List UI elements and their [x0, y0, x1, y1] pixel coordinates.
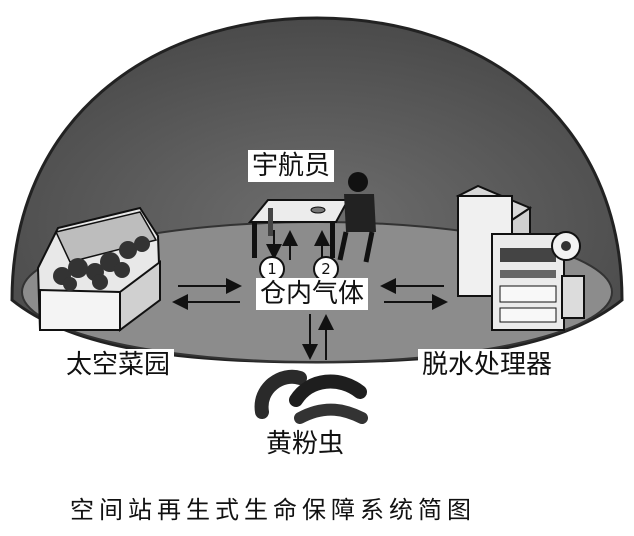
mealworm-illustration — [246, 366, 370, 424]
label-dehydration-unit: 脱水处理器 — [418, 349, 557, 381]
label-mealworm: 黄粉虫 — [262, 428, 349, 460]
label-astronaut: 宇航员 — [248, 150, 335, 182]
dehydration-unit-illustration — [455, 184, 585, 331]
vegetable-garden-illustration — [36, 206, 162, 332]
diagram-caption: 空间站再生式生命保障系统简图 — [70, 496, 476, 524]
label-vegetable-garden: 太空菜园 — [62, 349, 175, 381]
arrows — [172, 230, 448, 360]
astronaut-illustration — [247, 172, 376, 263]
label-cabin-air: 仓内气体 — [256, 278, 369, 310]
